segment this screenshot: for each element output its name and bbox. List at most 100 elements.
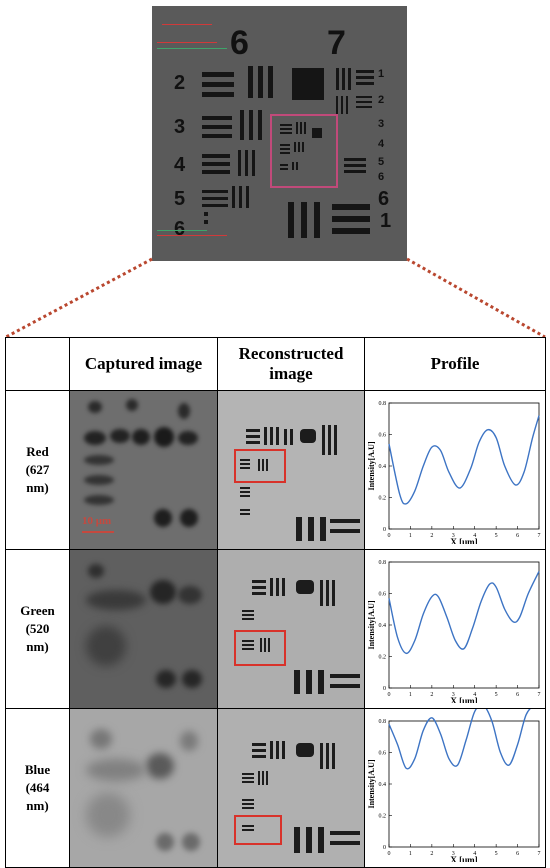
highlight-box xyxy=(234,630,286,666)
x-tick-label: 5 xyxy=(495,692,498,698)
group-number-6: 6 xyxy=(230,24,249,62)
x-tick-label: 3 xyxy=(452,692,455,698)
x-tick-label: 7 xyxy=(538,692,541,698)
header-reconstructed: Reconstructed image xyxy=(217,337,365,391)
element-number: 6 xyxy=(378,171,385,183)
highlight-box xyxy=(234,815,282,845)
y-tick-label: 0.2 xyxy=(379,496,387,502)
x-tick-label: 5 xyxy=(495,851,498,857)
element-number: 5 xyxy=(378,156,385,168)
x-tick-label: 6 xyxy=(516,851,519,857)
x-tick-label: 4 xyxy=(473,533,476,539)
dot xyxy=(204,212,208,216)
y-tick-label: 0 xyxy=(383,845,386,851)
scale-bar xyxy=(82,531,114,533)
element-number: 6 xyxy=(174,218,186,240)
profile-series-line xyxy=(388,704,540,770)
x-tick-label: 1 xyxy=(409,533,412,539)
y-tick-label: 0.8 xyxy=(379,401,387,407)
annotation-line xyxy=(157,235,227,236)
element-number: 2 xyxy=(174,72,186,94)
square-patch xyxy=(292,68,324,100)
x-tick-label: 0 xyxy=(388,533,391,539)
x-tick-label: 0 xyxy=(388,851,391,857)
plot-frame xyxy=(388,720,540,848)
zoom-connector-lines xyxy=(5,257,546,339)
profile-chart: 0 1 2 3 4 5 6 7 0 0.2 0.4 0.6 0.8 X [μm] Intensity[A.U… xyxy=(367,560,541,706)
x-tick-label: 0 xyxy=(388,692,391,698)
x-tick-label: 1 xyxy=(409,692,412,698)
y-tick-label: 0.4 xyxy=(379,623,387,629)
usaf-resolution-target: 6 7 2 3 4 5 6 1 2 3 4 5 6 6 1 xyxy=(152,6,407,261)
comparison-table: Captured image Reconstructed image Profi… xyxy=(5,337,546,868)
annotation-line xyxy=(157,42,217,43)
reconstructed-image-blue xyxy=(217,708,365,868)
x-tick-label: 4 xyxy=(473,851,476,857)
x-tick-label: 2 xyxy=(430,851,433,857)
x-tick-label: 2 xyxy=(430,533,433,539)
group-number-7: 7 xyxy=(327,24,346,62)
x-tick-label: 1 xyxy=(409,851,412,857)
x-tick-label: 3 xyxy=(452,851,455,857)
profile-plot-green: 0 1 2 3 4 5 6 7 0 0.2 0.4 0.6 0.8 X [μm] Intensity[A.U… xyxy=(364,549,546,709)
profile-series-line xyxy=(388,571,540,655)
annotation-line xyxy=(162,24,212,25)
x-axis-label: X [μm] xyxy=(450,696,477,703)
profile-series-line xyxy=(388,415,540,505)
captured-image-green xyxy=(69,549,218,709)
y-tick-label: 0.8 xyxy=(379,560,387,566)
element-number: 3 xyxy=(174,116,186,138)
x-tick-label: 6 xyxy=(516,692,519,698)
element-number: 3 xyxy=(378,118,385,130)
row-label-red: Red (627 nm) xyxy=(5,390,70,550)
x-tick-label: 6 xyxy=(516,533,519,539)
y-tick-label: 0 xyxy=(383,686,386,692)
row-label-green: Green (520 nm) xyxy=(5,549,70,709)
x-tick-label: 5 xyxy=(495,533,498,539)
element-number: 5 xyxy=(174,188,186,210)
x-tick-label: 3 xyxy=(452,533,455,539)
header-empty xyxy=(5,337,70,391)
reconstructed-image-red xyxy=(217,390,365,550)
x-tick-label: 4 xyxy=(473,692,476,698)
annotation-line xyxy=(157,48,227,49)
element-number: 2 xyxy=(378,94,385,106)
y-tick-label: 0.2 xyxy=(379,655,387,661)
element-number: 1 xyxy=(378,68,385,80)
y-axis-label: Intensity[A.U] xyxy=(367,759,376,808)
element-number: 4 xyxy=(174,154,186,176)
y-tick-label: 0.6 xyxy=(379,433,387,439)
element-number: 1 xyxy=(380,210,392,232)
profile-plot-red: 0 1 2 3 4 5 6 7 0 0.2 0.4 0.6 0.8 X [μm] Intensity[A.U… xyxy=(364,390,546,550)
y-axis-label: Intensity[A.U] xyxy=(367,600,376,649)
scale-bar-label: 10 μm xyxy=(82,515,112,527)
plot-frame xyxy=(388,402,540,530)
y-tick-label: 0.2 xyxy=(379,814,387,820)
zoom-region-box xyxy=(270,114,338,188)
y-tick-label: 0.4 xyxy=(379,464,387,470)
plot-frame xyxy=(388,561,540,689)
reconstructed-image-green xyxy=(217,549,365,709)
captured-image-red: 10 μm xyxy=(69,390,218,550)
x-tick-label: 7 xyxy=(538,851,541,857)
y-tick-label: 0.8 xyxy=(379,719,387,725)
element-number: 6 xyxy=(378,188,390,210)
y-axis-label: Intensity[A.U] xyxy=(367,441,376,490)
profile-chart: 0 1 2 3 4 5 6 7 0 0.2 0.4 0.6 0.8 X [μm] Intensity[A.U… xyxy=(367,401,541,547)
header-profile: Profile xyxy=(364,337,546,391)
x-tick-label: 7 xyxy=(538,533,541,539)
row-label-blue: Blue (464 nm) xyxy=(5,708,70,868)
y-tick-label: 0.6 xyxy=(379,751,387,757)
dot xyxy=(204,220,208,224)
annotation-line xyxy=(157,230,207,231)
captured-image-blue xyxy=(69,708,218,868)
element-number: 4 xyxy=(378,138,385,150)
y-tick-label: 0.4 xyxy=(379,782,387,788)
y-tick-label: 0 xyxy=(383,527,386,533)
x-tick-label: 2 xyxy=(430,692,433,698)
y-tick-label: 0.6 xyxy=(379,592,387,598)
x-axis-label: X [μm] xyxy=(450,537,477,544)
highlight-box xyxy=(234,449,286,483)
header-captured: Captured image xyxy=(69,337,218,391)
